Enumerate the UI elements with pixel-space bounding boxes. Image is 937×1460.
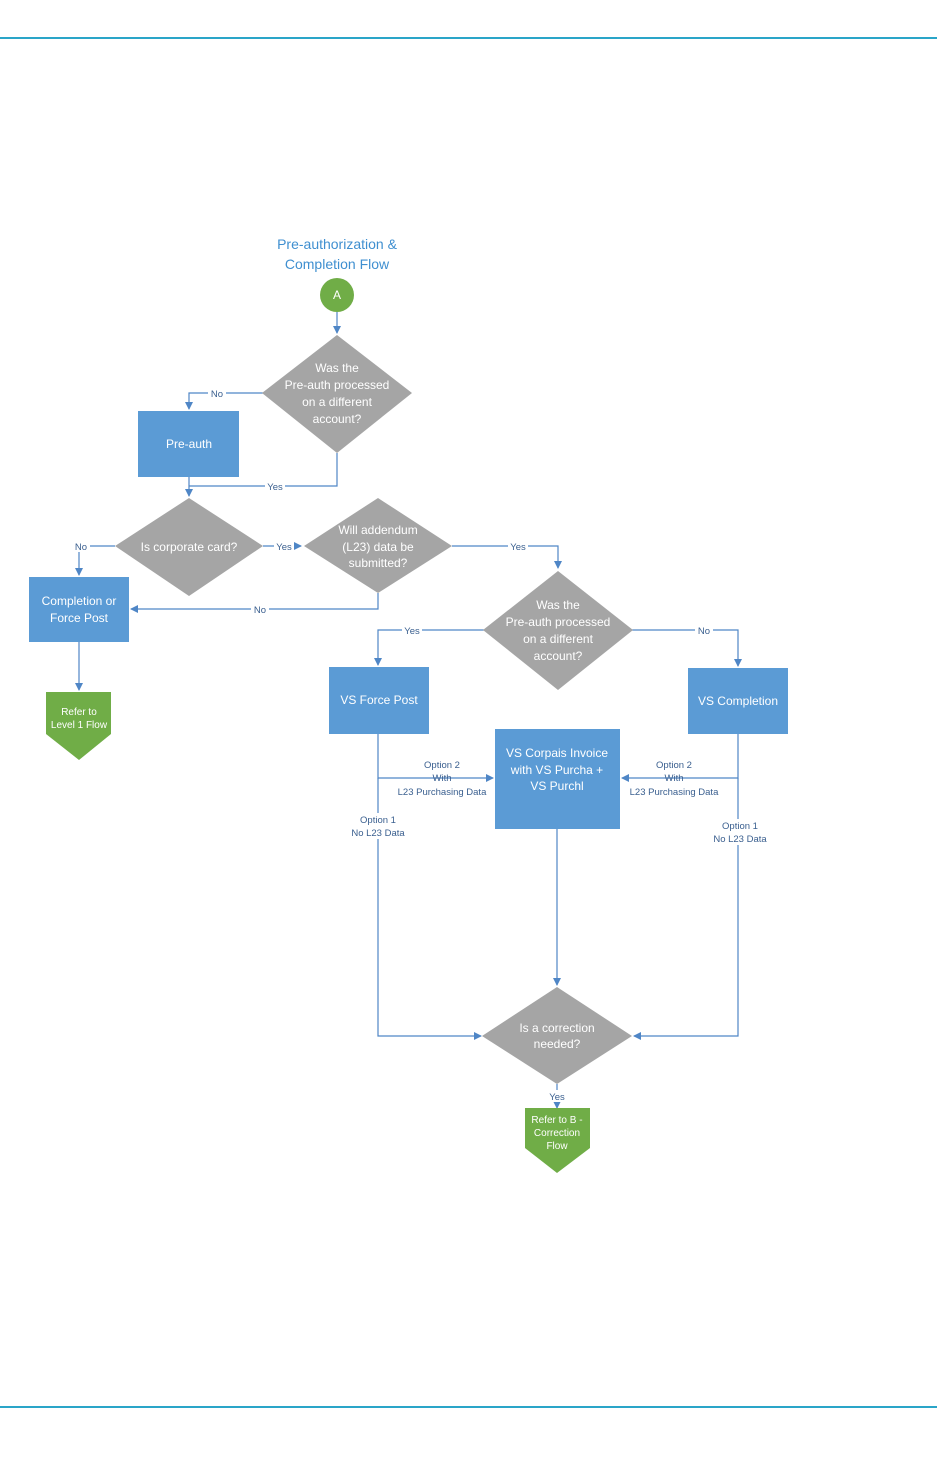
decision-preauth-different-account-1-text: Was the Pre-auth processed on a differen… <box>285 361 390 426</box>
edge-completion-option1 <box>633 778 739 1040</box>
q-correction-line-2: needed? <box>534 1037 581 1051</box>
label-option1-right-line-1: Option 1 <box>722 821 758 832</box>
q-addendum-line-1: Will addendum <box>338 523 417 537</box>
diagram-title-line-1: Pre-authorization & <box>277 236 398 252</box>
process-vs-completion <box>688 668 788 734</box>
vs-completion-label: VS Completion <box>698 694 778 708</box>
edge-q1-no-to-preauth <box>185 392 263 410</box>
ref-correction-line-2: Correction <box>534 1128 580 1139</box>
edge-completion-option2 <box>621 734 739 782</box>
vs-force-post-label: VS Force Post <box>340 693 418 707</box>
decision-preauth-different-account-1 <box>262 335 412 453</box>
label-no-2: No <box>75 542 87 553</box>
ref-level1-line-2: Level 1 Flow <box>51 720 108 731</box>
edge-q2-yes-to-vs-force-post <box>374 629 484 666</box>
label-yes-5: Yes <box>549 1092 565 1103</box>
decision-addendum-data <box>304 498 452 593</box>
process-vs-force-post <box>329 667 429 734</box>
decision-corporate-card <box>115 498 263 596</box>
q2-line-1: Was the <box>536 598 580 612</box>
decision-correction-needed <box>482 987 632 1084</box>
ref-correction-line-3: Flow <box>546 1141 568 1152</box>
q1-line-2: Pre-auth processed <box>285 378 390 392</box>
start-connector-circle <box>320 278 354 312</box>
q1-line-3: on a different <box>302 395 372 409</box>
q2-line-2: Pre-auth processed <box>506 615 611 629</box>
label-option2-right-line-2: With <box>665 773 684 784</box>
process-preauth <box>138 411 239 477</box>
q-corporate-label: Is corporate card? <box>141 540 238 554</box>
process-completion-or-force-post <box>29 577 129 642</box>
label-no-3: No <box>254 605 266 616</box>
q-addendum-line-3: submitted? <box>349 556 408 570</box>
edge-addendum-no-to-completion <box>130 593 379 613</box>
completion-force-line-2: Force Post <box>50 611 109 625</box>
vs-corpais-line-1: VS Corpais Invoice <box>506 746 608 760</box>
label-option2-right-line-3: L23 Purchasing Data <box>630 787 719 798</box>
q-correction-line-1: Is a correction <box>519 1021 594 1035</box>
process-vs-corpais-invoice <box>495 729 620 829</box>
completion-force-line-1: Completion or <box>42 594 117 608</box>
vs-corpais-line-3: VS Purchl <box>530 779 583 793</box>
label-option2-left-line-1: Option 2 <box>424 760 460 771</box>
ref-correction-line-1: Refer to B - <box>531 1115 582 1126</box>
q-addendum-line-2: (L23) data be <box>342 540 414 554</box>
label-yes-2: Yes <box>276 542 292 553</box>
decision-preauth-different-account-2 <box>483 571 633 690</box>
footer-rule <box>0 1406 937 1408</box>
edge-addendum-yes-to-q2 <box>452 545 562 569</box>
diagram-title-line-2: Completion Flow <box>285 256 390 272</box>
label-option2-left-line-2: With <box>433 773 452 784</box>
edge-labels: No Yes No Yes Yes No Yes No Option 2 Wit… <box>72 387 770 1103</box>
edge-force-post-option2 <box>377 734 494 782</box>
q2-line-3: on a different <box>523 632 593 646</box>
q1-line-4: account? <box>313 412 362 426</box>
label-yes-3: Yes <box>510 542 526 553</box>
edge-q2-no-to-vs-completion <box>632 629 742 667</box>
label-option2-right-line-1: Option 2 <box>656 760 692 771</box>
label-yes-1: Yes <box>267 482 283 493</box>
label-yes-4: Yes <box>404 626 420 637</box>
offpage-refer-correction-flow <box>525 1108 590 1173</box>
start-connector-label: A <box>333 288 341 302</box>
label-option1-right-line-2: No L23 Data <box>713 834 767 845</box>
label-option1-left-line-2: No L23 Data <box>351 828 405 839</box>
label-no-4: No <box>698 626 710 637</box>
label-option2-left-line-3: L23 Purchasing Data <box>398 787 487 798</box>
q1-line-1: Was the <box>315 361 359 375</box>
offpage-refer-level-1 <box>46 692 111 760</box>
q2-line-4: account? <box>534 649 583 663</box>
preauth-label: Pre-auth <box>166 437 212 451</box>
vs-corpais-line-2: with VS Purcha + <box>510 763 603 777</box>
label-option1-left-line-1: Option 1 <box>360 815 396 826</box>
edge-force-post-option1 <box>377 778 482 1040</box>
ref-level1-line-1: Refer to <box>61 707 97 718</box>
edge-q1-yes-to-merge <box>189 453 338 487</box>
header-rule <box>0 37 937 39</box>
label-no-1: No <box>211 389 223 400</box>
